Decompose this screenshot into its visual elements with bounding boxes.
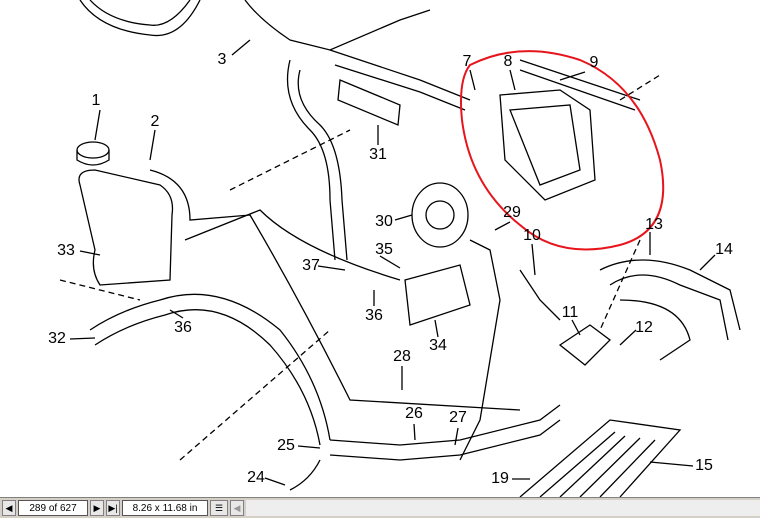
hose xyxy=(89,0,191,26)
hose xyxy=(79,0,201,37)
cooler-34 xyxy=(404,264,471,326)
callout-label-7: 7 xyxy=(462,53,472,70)
callout-label-26: 26 xyxy=(405,405,423,422)
callout-label-32: 32 xyxy=(48,330,66,347)
line xyxy=(184,209,401,281)
hose xyxy=(329,404,561,446)
callout-label-10: 10 xyxy=(523,227,541,244)
callout-label-33: 33 xyxy=(57,242,75,259)
horizontal-scrollbar[interactable] xyxy=(246,500,760,516)
hose xyxy=(94,309,321,446)
page-layout-icon: ☰ xyxy=(214,502,224,513)
callout-label-13: 13 xyxy=(645,216,663,233)
radiator-15 xyxy=(519,419,682,497)
valve-31 xyxy=(337,79,401,126)
hose xyxy=(297,69,348,261)
line xyxy=(149,169,521,411)
hose xyxy=(244,0,431,51)
page-layout-button[interactable]: ☰ xyxy=(210,500,228,516)
callout-label-11: 11 xyxy=(561,304,579,321)
callout-label-15: 15 xyxy=(695,457,713,474)
callout-label-25: 25 xyxy=(277,437,295,454)
callout-label-31: 31 xyxy=(369,146,387,163)
callout-label-36: 36 xyxy=(174,319,192,336)
thermostat-11 xyxy=(558,324,611,366)
callout-label-34: 34 xyxy=(429,337,447,354)
hose xyxy=(599,259,741,331)
scroll-left-icon: ◀ xyxy=(233,502,241,513)
callout-label-30: 30 xyxy=(375,213,393,230)
hose xyxy=(89,293,331,441)
callout-label-24: 24 xyxy=(247,469,265,486)
hose xyxy=(329,419,561,461)
hose xyxy=(619,299,691,361)
hose xyxy=(519,269,561,321)
callout-label-28: 28 xyxy=(393,348,411,365)
hose xyxy=(334,64,466,111)
callout-label-37: 37 xyxy=(302,257,320,274)
hose xyxy=(286,59,336,261)
callout-label-29: 29 xyxy=(503,204,521,221)
callout-label-14: 14 xyxy=(715,241,733,258)
dashed-leader xyxy=(59,74,661,461)
hose xyxy=(519,69,636,111)
callout-label-19: 19 xyxy=(491,470,509,487)
hose xyxy=(459,239,501,461)
callout-label-9: 9 xyxy=(589,54,599,71)
scroll-left-button[interactable]: ◀ xyxy=(230,500,244,516)
hose xyxy=(329,49,471,101)
prev-page-icon: ◀ xyxy=(5,502,13,513)
callout-label-2: 2 xyxy=(150,113,160,130)
pdf-status-bar: ◀ 289 of 627 ▶ ▶| 8.26 x 11.68 in ☰ ◀ xyxy=(0,497,760,518)
last-page-button[interactable]: ▶| xyxy=(106,500,120,516)
pump-30 xyxy=(411,182,469,248)
hose xyxy=(519,59,641,101)
cap-1 xyxy=(76,141,110,159)
prev-page-button[interactable]: ◀ xyxy=(2,500,16,516)
callout-label-35: 35 xyxy=(375,241,393,258)
highlight-ellipse xyxy=(460,50,665,251)
last-page-icon: ▶| xyxy=(108,502,118,513)
callout-label-3: 3 xyxy=(217,51,227,68)
callout-label-12: 12 xyxy=(635,319,653,336)
callout-label-36: 36 xyxy=(365,307,383,324)
page-size-field: 8.26 x 11.68 in xyxy=(122,500,208,516)
reservoir-33 xyxy=(78,169,174,286)
next-page-button[interactable]: ▶ xyxy=(90,500,104,516)
next-page-icon: ▶ xyxy=(93,502,101,513)
leader xyxy=(69,39,716,486)
callout-label-1: 1 xyxy=(91,92,101,109)
parts-diagram xyxy=(59,0,741,497)
bracket xyxy=(499,89,596,201)
callout-label-27: 27 xyxy=(449,409,467,426)
hose xyxy=(289,459,321,491)
bracket xyxy=(509,104,581,186)
hose xyxy=(609,274,729,341)
page-indicator-field[interactable]: 289 of 627 xyxy=(18,500,88,516)
callout-label-8: 8 xyxy=(503,53,513,70)
